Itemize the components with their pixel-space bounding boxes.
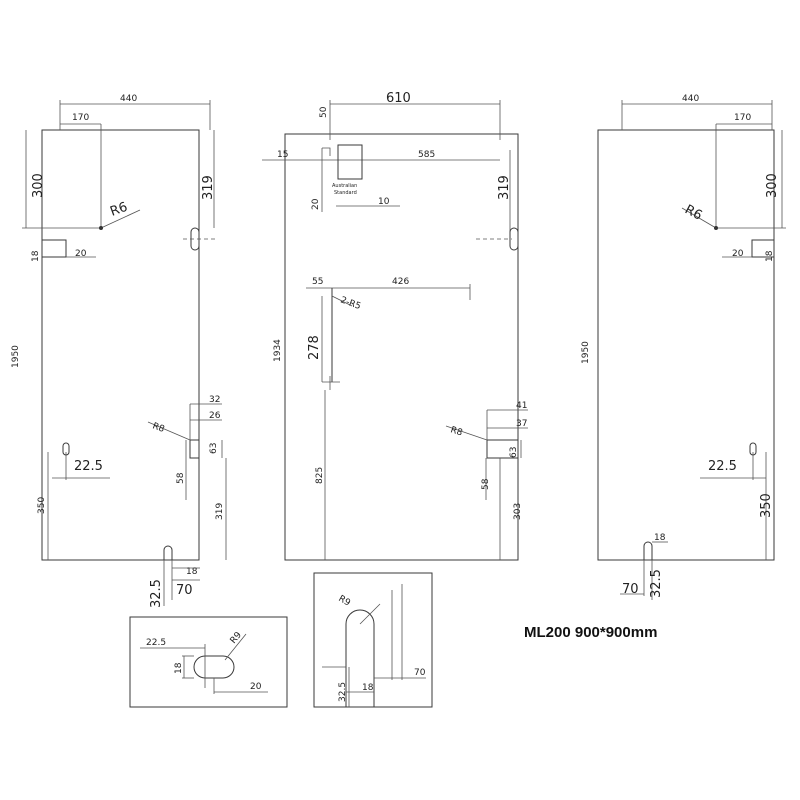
center-r5-label: 2-R5 [339, 295, 362, 312]
standard-label-2: Standard [334, 190, 357, 196]
standard-sticker [337, 144, 363, 180]
right-handle-hole [749, 442, 757, 456]
detail-notch-r9-label: R9 [337, 594, 353, 609]
right-bottom-slot [643, 541, 653, 560]
detail-notch-18-label: 18 [362, 683, 374, 693]
right-top-to-hole-label: 300 [765, 173, 780, 198]
detail-notch-shape [345, 609, 375, 707]
center-notch-55-label: 55 [312, 277, 323, 287]
center-height-label: 1934 [273, 339, 283, 362]
left-notch-w-label: 20 [75, 249, 87, 259]
left-hinge-bottom-label: 319 [215, 503, 225, 520]
right-radius-top-label: R6 [682, 202, 704, 223]
center-notch-278-label: 278 [307, 335, 322, 360]
detail-notch-70-label: 70 [414, 668, 426, 678]
center-cut-37-label: 37 [516, 419, 527, 429]
right-panel-outline [597, 129, 775, 561]
detail-slot-shape [193, 655, 235, 679]
right-notch-h-label: 18 [765, 250, 775, 262]
detail-notch: R9 70 32.5 18 [313, 572, 433, 708]
left-hinge-top-label: 319 [201, 175, 216, 200]
right-hole-offset-label: 170 [734, 113, 751, 123]
detail-slot-22-5-label: 22.5 [146, 638, 166, 648]
right-notch-w-label: 20 [732, 249, 744, 259]
detail-slot-r9-label: R9 [229, 630, 245, 646]
left-bottom-slot [163, 545, 173, 560]
center-width-label: 610 [386, 91, 411, 106]
center-panel: 610 50 15 585 Australian Standard 20 10 … [262, 91, 528, 561]
center-cut-58-label: 58 [481, 478, 491, 490]
left-slot-70-label: 70 [176, 583, 193, 598]
center-mark-10-label: 10 [378, 197, 390, 207]
left-radius-top-label: R6 [108, 200, 129, 220]
right-hole-marker [714, 226, 718, 230]
detail-slot: 22.5 R9 18 20 [129, 616, 288, 708]
center-hinge-cut [509, 227, 519, 251]
left-panel: 440 170 300 319 R6 20 18 1950 32 26 R8 [11, 94, 227, 608]
right-width-label: 440 [682, 94, 699, 104]
right-handle-offset-label: 22.5 [708, 459, 737, 474]
center-top-50-label: 50 [319, 106, 329, 118]
center-height-825-label: 825 [315, 467, 325, 484]
right-slot-70-label: 70 [622, 582, 639, 597]
center-hinge-label: 319 [497, 175, 512, 200]
left-cut-32-label: 32 [209, 395, 220, 405]
center-r8-label: R8 [449, 425, 464, 438]
center-cut-63-label: 63 [509, 447, 519, 458]
left-r8-label: R8 [151, 421, 166, 435]
detail-slot-18-label: 18 [174, 662, 184, 674]
left-slot-18-label: 18 [186, 567, 198, 577]
right-slot-18-label: 18 [654, 533, 666, 543]
right-slot-32-5-label: 32.5 [649, 569, 664, 598]
center-cut-41-label: 41 [516, 401, 527, 411]
left-cut-63-label: 63 [209, 443, 219, 454]
center-span-585-label: 585 [418, 150, 435, 160]
left-width-label: 440 [120, 94, 137, 104]
center-height-303-label: 303 [513, 503, 523, 520]
left-handle-height-label: 350 [37, 497, 47, 514]
left-hole-marker [99, 226, 103, 230]
detail-slot-frame [129, 616, 288, 708]
left-notch-h-label: 18 [31, 250, 41, 262]
left-handle-offset-label: 22.5 [74, 459, 103, 474]
left-panel-outline [41, 129, 200, 561]
standard-label-1: Australian [332, 183, 357, 189]
left-slot-32-5-label: 32.5 [149, 579, 164, 608]
left-cut-26-label: 26 [209, 411, 221, 421]
right-height-label: 1950 [581, 341, 591, 364]
center-mark-20-label: 20 [311, 198, 321, 210]
center-notch-426-label: 426 [392, 277, 409, 287]
center-panel-outline [284, 133, 519, 561]
center-left-15-label: 15 [277, 150, 288, 160]
product-caption: ML200 900*900mm [524, 624, 658, 641]
right-handle-height-label: 350 [759, 493, 774, 518]
detail-slot-20-label: 20 [250, 682, 262, 692]
left-hole-offset-label: 170 [72, 113, 89, 123]
right-panel: 440 170 300 R6 20 18 1950 22.5 350 18 70 [581, 94, 786, 600]
left-top-to-hole-label: 300 [31, 173, 46, 198]
left-handle-hole [62, 442, 70, 456]
left-height-label: 1950 [11, 345, 21, 368]
left-cut-58-label: 58 [176, 472, 186, 484]
detail-notch-frame [313, 572, 433, 708]
detail-notch-32-5-label: 32.5 [338, 682, 348, 702]
